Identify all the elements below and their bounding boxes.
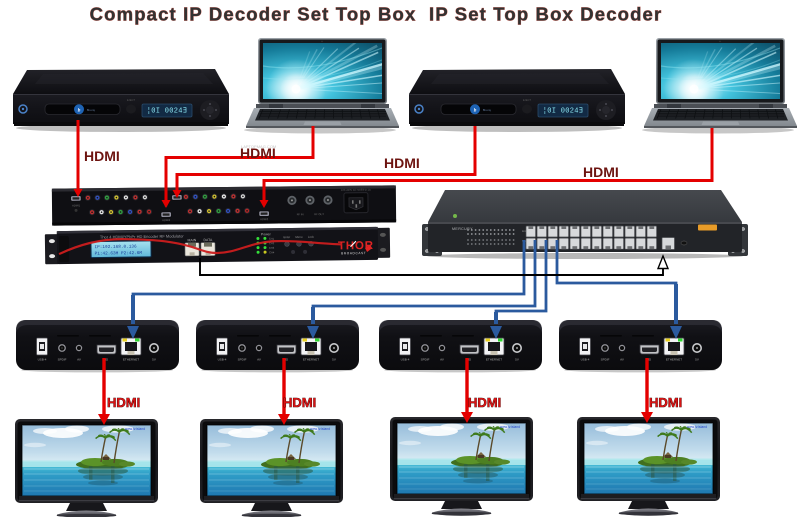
svg-text:HDMI: HDMI [283,395,316,410]
svg-text:HDMI: HDMI [240,145,276,161]
svg-text:HDMI: HDMI [384,155,420,171]
svg-text:Compact IP Decoder Set Top Box: Compact IP Decoder Set Top Box IP Set To… [90,4,663,25]
svg-text:HDMI: HDMI [583,164,619,180]
svg-text:HDMI: HDMI [84,148,120,164]
svg-text:LAPTOPMAG.COM: LAPTOPMAG.COM [241,144,276,149]
svg-text:Compact IP Decoder Set Top Box: Compact IP Decoder Set Top Box IP Set To… [90,4,663,25]
svg-text:HDMI: HDMI [649,395,682,410]
svg-text:HDMI: HDMI [468,395,501,410]
svg-text:HDMI: HDMI [107,395,140,410]
